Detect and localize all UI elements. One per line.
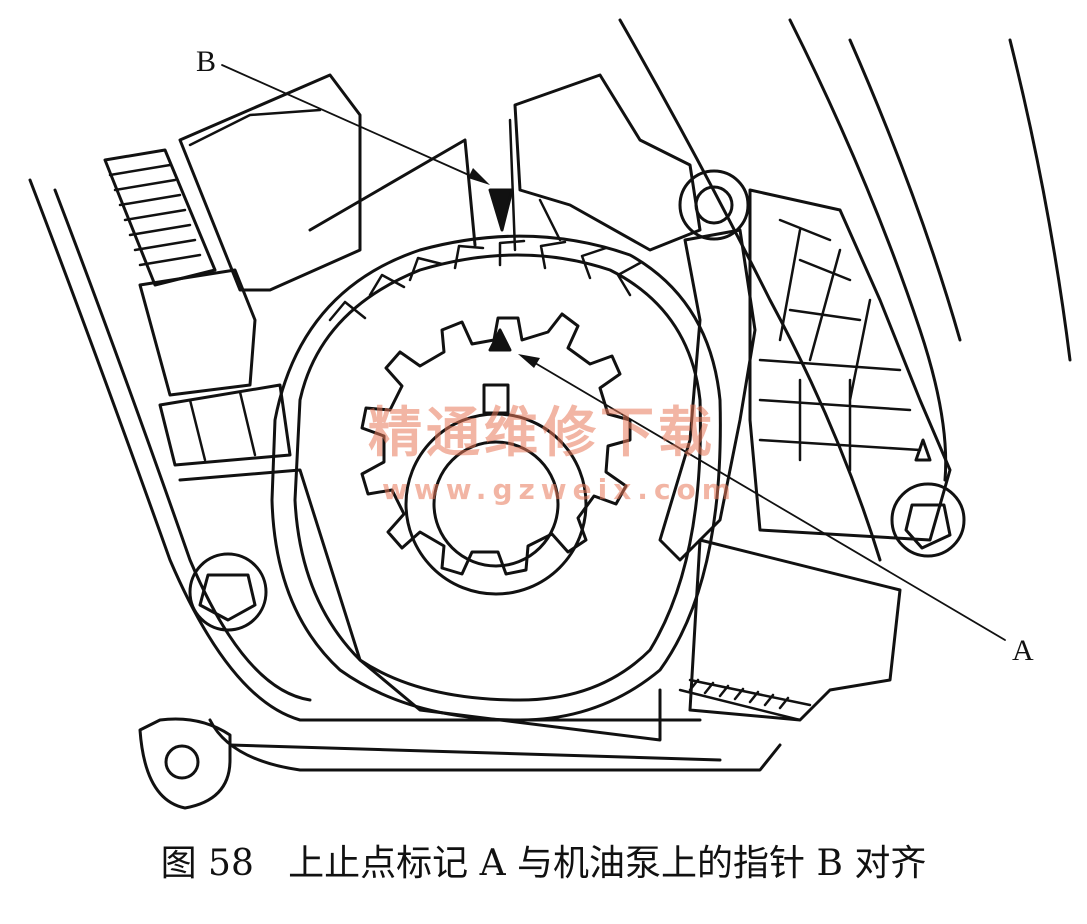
arrowhead-b bbox=[468, 168, 490, 185]
watermark-text: 精通维修下载 bbox=[368, 400, 716, 464]
lower-housing bbox=[178, 468, 662, 742]
arrowhead-a bbox=[518, 354, 540, 368]
small-triangle-mark bbox=[914, 438, 932, 462]
crankshaft-bore bbox=[432, 440, 560, 568]
housing-block-center bbox=[308, 138, 477, 247]
housing-block-right bbox=[513, 73, 702, 252]
timing-belt-outer bbox=[270, 234, 722, 722]
label-a: A bbox=[1012, 634, 1034, 667]
crank-sprocket bbox=[360, 312, 632, 576]
lower-left-bolt bbox=[188, 552, 268, 632]
pointer-b bbox=[488, 188, 514, 232]
grid-plate bbox=[748, 188, 952, 542]
key-slot bbox=[482, 383, 510, 415]
mount-hole bbox=[164, 744, 200, 780]
base-lower-edge bbox=[208, 718, 782, 772]
label-b: B bbox=[196, 45, 217, 78]
hose-top bbox=[103, 148, 217, 287]
tensioner-arm bbox=[658, 228, 757, 562]
timing-belt bbox=[293, 253, 702, 702]
connector-nut bbox=[158, 383, 292, 467]
leader-line-b bbox=[221, 64, 481, 181]
engine-outline-right-1 bbox=[618, 18, 882, 562]
engine-outline-right-4 bbox=[1008, 38, 1072, 362]
figure-caption: 图 58 上止点标记 A 与机油泵上的指针 B 对齐 bbox=[160, 843, 927, 884]
engine-outline-right-2 bbox=[788, 18, 948, 482]
base-lower-edge-2 bbox=[228, 743, 722, 762]
engine-outline-right-3 bbox=[848, 38, 962, 342]
lower-right-block bbox=[688, 538, 902, 722]
belt-teeth bbox=[328, 239, 642, 322]
tdc-mark-a bbox=[488, 328, 512, 352]
leader-line-a bbox=[529, 359, 1006, 641]
engine-outline-mid bbox=[53, 188, 312, 702]
watermark-url: www.gzweix.com bbox=[382, 473, 737, 506]
housing-block-left bbox=[178, 73, 362, 292]
engine-outline-outer bbox=[28, 178, 702, 722]
right-bolt bbox=[890, 482, 966, 558]
connector-block bbox=[138, 268, 257, 397]
tensioner-bolt bbox=[678, 169, 750, 241]
mount-ear bbox=[138, 717, 232, 810]
